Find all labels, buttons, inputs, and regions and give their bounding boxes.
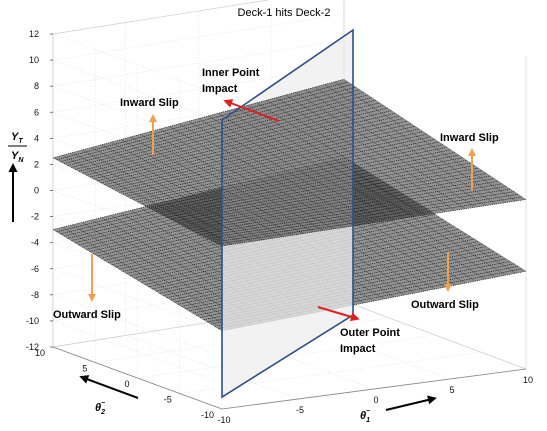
annotation-outward-left: Outward Slip bbox=[53, 309, 121, 321]
y-tick-label: 0 bbox=[124, 379, 129, 389]
impact-plane-edge bbox=[221, 28, 354, 399]
annotation-inward-right: Inward Slip bbox=[440, 132, 499, 144]
z-label-denominator: YN bbox=[11, 150, 24, 164]
y-tick-label: 5 bbox=[82, 364, 87, 374]
upper-mesh-line bbox=[140, 134, 314, 233]
upper-mesh-line bbox=[285, 94, 466, 209]
impact-plane-border bbox=[221, 28, 354, 399]
upper-surface bbox=[52, 78, 527, 247]
upper-mesh-line bbox=[314, 86, 496, 205]
upper-mesh-line bbox=[188, 121, 364, 225]
upper-mesh-line bbox=[91, 147, 263, 240]
upper-mesh-line bbox=[275, 97, 456, 211]
x-tick-label: -5 bbox=[296, 405, 304, 415]
z-tick-label: -6 bbox=[31, 264, 39, 274]
upper-mesh-line bbox=[334, 81, 516, 202]
y-tick-label: -10 bbox=[201, 410, 214, 420]
grid-line-x bbox=[125, 22, 299, 400]
z-label-numerator: YT bbox=[11, 131, 23, 145]
z-tick-label: 8 bbox=[34, 81, 39, 91]
upper-mesh-line bbox=[208, 115, 385, 222]
annotation-inner-impact-line1: Inner Point bbox=[202, 67, 260, 79]
annotation-outer-impact-line2: Impact bbox=[340, 343, 376, 355]
y-tick-label: 10 bbox=[35, 348, 45, 358]
upper-mesh-line bbox=[237, 107, 415, 217]
lower-mesh-line bbox=[52, 229, 223, 331]
z-tick-label: -8 bbox=[31, 290, 39, 300]
x-tick-label: 0 bbox=[373, 395, 378, 405]
axes-base-edge bbox=[52, 346, 527, 410]
x-tick-label: -10 bbox=[217, 415, 230, 425]
arrow-inner-impact bbox=[223, 99, 280, 122]
annotation-inward-left: Inward Slip bbox=[120, 97, 179, 109]
x-tick-label: 5 bbox=[449, 385, 454, 395]
x-label-text: θ1− bbox=[360, 408, 370, 424]
z-axis-label: YT YN bbox=[8, 131, 27, 222]
upper-mesh-line bbox=[266, 100, 446, 213]
lower-mesh-line bbox=[72, 224, 243, 327]
upper-mesh-line bbox=[246, 105, 425, 216]
x-tick-label: 10 bbox=[523, 375, 533, 385]
upper-mesh-line bbox=[62, 155, 233, 245]
z-tick-label: 10 bbox=[29, 55, 39, 65]
upper-mesh-line bbox=[111, 141, 283, 237]
upper-mesh-line bbox=[149, 131, 324, 231]
x-axis-label: θ1− bbox=[360, 395, 437, 424]
upper-mesh-line bbox=[343, 79, 527, 200]
upper-mesh-line bbox=[324, 84, 506, 203]
z-tick-label: -2 bbox=[31, 212, 39, 222]
annotation-outer-impact-line1: Outer Point bbox=[340, 327, 400, 339]
y-tick-label: -5 bbox=[164, 395, 172, 405]
upper-mesh-line bbox=[159, 128, 334, 230]
upper-mesh-line bbox=[217, 113, 395, 220]
upper-mesh-line bbox=[72, 152, 243, 244]
lower-mesh-line bbox=[62, 227, 233, 329]
annotation-inner-impact-line2: Impact bbox=[202, 83, 238, 95]
upper-mesh-line bbox=[198, 118, 375, 223]
upper-mesh-line bbox=[52, 157, 223, 247]
x-axis-arrow bbox=[385, 395, 437, 411]
upper-mesh-line bbox=[178, 123, 354, 226]
chart-title: Deck-1 hits Deck-2 bbox=[238, 7, 331, 19]
upper-mesh-line bbox=[120, 139, 294, 236]
upper-mesh-line bbox=[101, 144, 273, 239]
z-tick-label: 4 bbox=[34, 133, 39, 143]
annotation-outward-right: Outward Slip bbox=[411, 299, 479, 311]
tick-labels: 12 10 8 6 4 2 0 -2 -4 -6 -8 -10 -12 -10 -5 0 5 10 -10 -5 0 5 1… bbox=[26, 29, 533, 425]
z-tick-label: 0 bbox=[34, 186, 39, 196]
arrow-outer-impact bbox=[317, 306, 360, 322]
z-tick-label: -10 bbox=[26, 316, 39, 326]
upper-mesh-line bbox=[130, 136, 304, 234]
z-tick-label: 12 bbox=[29, 29, 39, 39]
z-tick-label: -12 bbox=[26, 342, 39, 352]
upper-mesh-line bbox=[305, 89, 486, 206]
y-axis-arrow bbox=[79, 375, 139, 399]
upper-mesh-line bbox=[82, 149, 253, 242]
z-tick-label: -4 bbox=[31, 238, 39, 248]
y-axis-label: θ2− bbox=[79, 375, 139, 416]
upper-mesh-line bbox=[256, 102, 435, 214]
z-tick-label: 2 bbox=[34, 159, 39, 169]
z-tick-label: 6 bbox=[34, 107, 39, 117]
upper-mesh-line bbox=[227, 110, 405, 219]
upper-mesh-line bbox=[295, 92, 476, 208]
y-label-text: θ2− bbox=[95, 400, 105, 416]
upper-mesh-line bbox=[169, 126, 344, 228]
